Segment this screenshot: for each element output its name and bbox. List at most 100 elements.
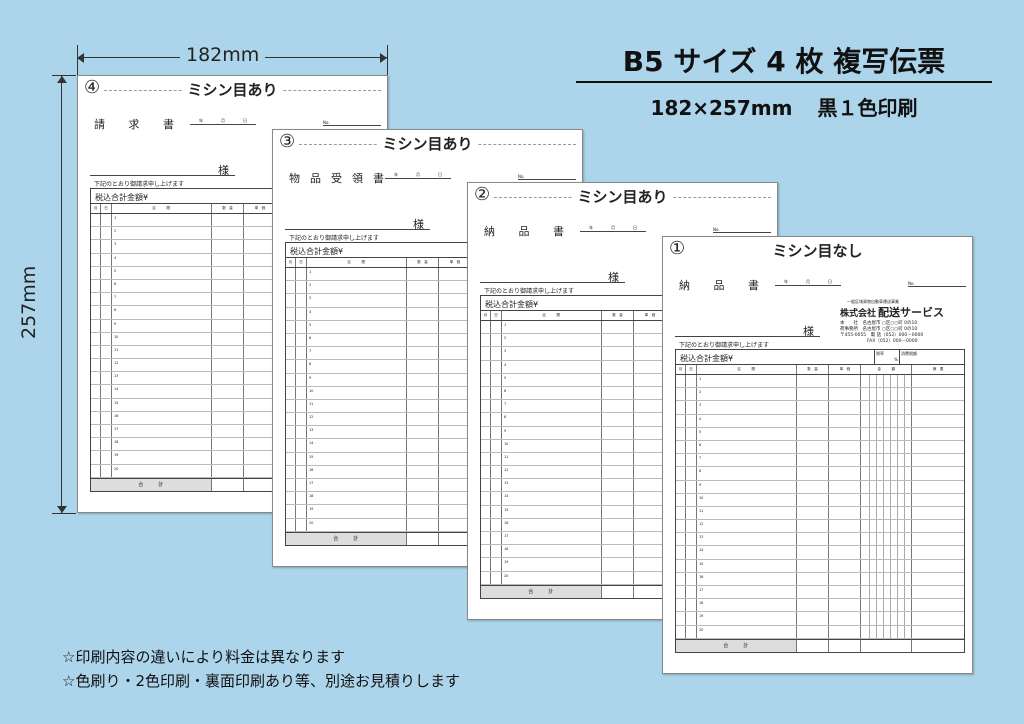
row-number: 8 [503, 415, 507, 420]
table-cell [286, 399, 296, 413]
request-text: 下記のとおり御請求申し上げます [94, 181, 185, 188]
table-cell [407, 465, 440, 478]
table-cell: 13 [697, 533, 797, 546]
table-cell [676, 572, 686, 585]
table-cell [296, 268, 307, 281]
table-cell [91, 214, 101, 227]
table-cell [296, 505, 307, 518]
table-cell [91, 398, 101, 411]
table-cell [101, 240, 112, 253]
table-cell [101, 253, 112, 266]
table-cell: 1 [502, 321, 602, 334]
table-cell [286, 373, 296, 386]
table-cell [602, 334, 635, 347]
total-row: 合 計 [91, 477, 379, 491]
table-cell [861, 625, 913, 638]
table-cell [861, 520, 913, 533]
table-cell [91, 319, 101, 332]
table-cell [686, 454, 697, 467]
table-cell [296, 294, 307, 307]
amount-digit-line [890, 440, 892, 454]
table-cell [286, 320, 296, 333]
table-cell: 6 [307, 333, 407, 347]
row-number: 20 [698, 627, 704, 632]
table-cell [602, 347, 635, 360]
table-cell: 7 [307, 347, 407, 360]
table-cell [296, 492, 307, 505]
amount-digit-line [890, 599, 892, 612]
amount-digit-line [883, 467, 885, 480]
amount-digit-line [904, 559, 906, 572]
table-cell [296, 333, 307, 347]
amount-digit-line [869, 454, 871, 467]
company-category: 一般区域貨物自動車運送事業 [847, 299, 899, 304]
table-cell: 12 [697, 520, 797, 533]
table-row: 20 [676, 625, 964, 639]
row-number: 9 [113, 321, 117, 326]
table-cell [101, 451, 112, 464]
table-cell: 19 [697, 612, 797, 625]
amount-digit-line [890, 480, 892, 493]
table-cell [861, 427, 913, 440]
table-cell [481, 347, 491, 360]
date-unit: 年 [589, 225, 593, 230]
request-text: 下記のとおり御請求申し上げます [679, 342, 770, 349]
table-cell [491, 492, 502, 505]
row-number: 2 [698, 390, 702, 395]
date-unit: 月 [416, 172, 420, 177]
table-cell [676, 559, 686, 572]
table-cell [91, 306, 101, 319]
table-cell: 20 [697, 625, 797, 638]
table-cell [912, 467, 964, 479]
table-cell: 4 [502, 360, 602, 373]
table-cell [491, 518, 502, 531]
table-cell [407, 518, 440, 531]
table-cell [797, 599, 830, 612]
amount-digit-line [904, 586, 906, 599]
height-label: 257mm [18, 259, 40, 345]
table-cell [912, 428, 964, 440]
table-cell [296, 373, 307, 386]
form-number: ② [474, 184, 494, 205]
row-number: 6 [698, 442, 702, 447]
table-cell [861, 559, 913, 572]
column-header: 区 間 [502, 311, 602, 320]
table-cell [407, 373, 440, 386]
table-cell [861, 467, 913, 480]
row-number: 7 [113, 295, 117, 300]
amount-digit-line [883, 506, 885, 520]
table-cell [296, 386, 307, 399]
recipient-line [480, 282, 625, 283]
number-field: No. [908, 281, 966, 287]
table-cell [912, 401, 964, 413]
table-cell [212, 293, 245, 306]
column-header: 日 [686, 365, 697, 374]
amount-digit-line [876, 506, 878, 520]
table-cell [481, 571, 491, 584]
table-cell [101, 293, 112, 306]
table-cell [829, 375, 862, 388]
table-cell [407, 399, 440, 413]
table-cell [212, 253, 245, 266]
table-row: 9 [676, 480, 964, 494]
table-cell: 10 [112, 332, 212, 345]
table-cell [101, 464, 112, 477]
table-cell [491, 558, 502, 571]
table-cell [212, 411, 245, 424]
row-number: 15 [698, 561, 704, 566]
table-cell: 17 [697, 586, 797, 599]
table-cell: 15 [697, 559, 797, 572]
honorific: 様 [608, 271, 619, 284]
table-row: 3 [676, 401, 964, 415]
table-cell [407, 294, 440, 307]
row-number: 3 [698, 403, 702, 408]
table-cell [286, 294, 296, 307]
table-cell: 16 [112, 411, 212, 424]
row-number: 14 [113, 387, 119, 392]
table-cell [91, 253, 101, 266]
table-cell: 6 [112, 279, 212, 293]
amount-digit-line [897, 454, 899, 467]
table-cell [686, 612, 697, 625]
table-cell [686, 599, 697, 612]
table-cell [686, 572, 697, 585]
